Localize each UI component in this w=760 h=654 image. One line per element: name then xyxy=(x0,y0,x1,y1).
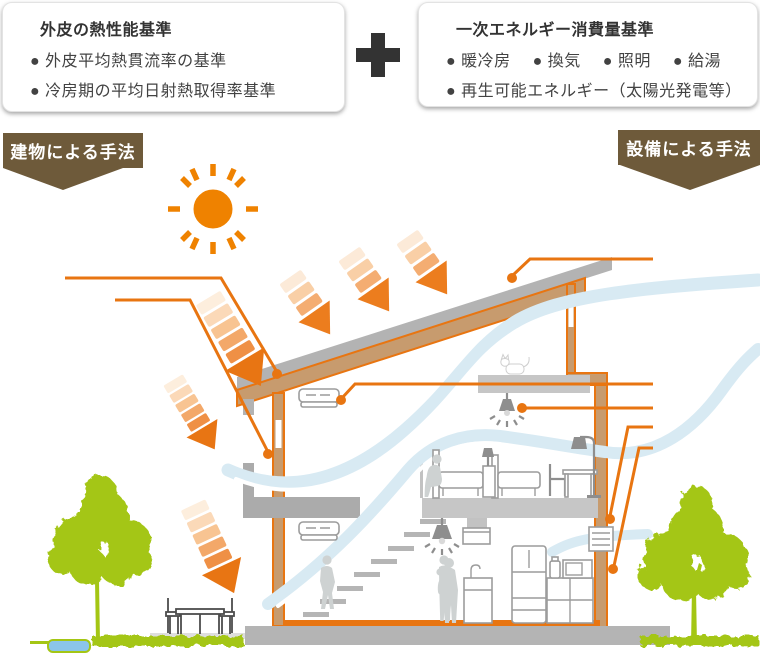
leader-lines xyxy=(65,257,653,574)
garden-table-set-icon xyxy=(165,598,235,634)
upper-wall-window xyxy=(568,305,574,327)
energy-standard-box: 一次エネルギー消費量基準 ● 暖冷房 ● 換気 ● 照明 ● 給湯 ● 再生可能… xyxy=(418,2,758,107)
pendant-light-ground-icon xyxy=(424,518,460,555)
interior xyxy=(298,353,601,624)
outdoors xyxy=(30,476,760,653)
bedroom-left-wall xyxy=(420,460,423,498)
solar-arrow-icon xyxy=(391,226,463,306)
bedroom-floor-slab xyxy=(422,498,598,518)
roof-top-layer xyxy=(237,257,612,390)
energy-bullet-ventilation: ● 換気 xyxy=(532,53,581,70)
airflow-main-icon xyxy=(262,343,760,610)
wall-shelf xyxy=(462,527,491,545)
sink-icon xyxy=(463,577,493,624)
balcony-slab xyxy=(243,497,360,518)
plus-icon xyxy=(356,33,400,77)
tree-right-icon xyxy=(638,486,750,645)
envelope-standard-title: 外皮の熱性能基準 xyxy=(40,22,173,39)
grass-left xyxy=(92,636,245,646)
airflow-top-icon xyxy=(221,273,760,490)
person-on-stairs xyxy=(320,555,335,609)
energy-bullet-renewable: ● 再生可能エネルギー（太陽光発電等） xyxy=(446,83,742,100)
solar-arrow-icon xyxy=(333,243,405,323)
vent-fan-icon xyxy=(588,526,614,552)
foundation xyxy=(245,626,670,645)
ground-line-left xyxy=(30,641,52,644)
solar-arrow-icon xyxy=(157,370,231,459)
air-conditioner-lower-icon xyxy=(298,521,340,541)
energy-bullet-row: ● 暖冷房 ● 換気 ● 照明 ● 給湯 xyxy=(446,47,743,77)
left-wall-window xyxy=(275,420,282,448)
thermos-icon xyxy=(549,560,561,579)
pond-icon xyxy=(47,639,91,653)
building-method-pointer-icon xyxy=(3,168,123,190)
equipment-method-label: 設備による手法 xyxy=(618,130,760,165)
energy-bullet-hot-water: ● 給湯 xyxy=(672,53,721,70)
desk-set xyxy=(548,435,601,498)
solar-arrow-icon xyxy=(274,266,346,346)
airflow-vent-icon xyxy=(547,529,653,557)
roof-fascia xyxy=(243,399,254,415)
cat-icon xyxy=(500,353,530,375)
energy-bullet-heating: ● 暖冷房 xyxy=(446,53,511,70)
building-method-leaders xyxy=(65,276,282,459)
person-with-child xyxy=(436,558,458,623)
envelope-bullet-2: ● 冷房期の平均日射熱取得率基準 xyxy=(30,83,277,100)
airflow xyxy=(221,273,760,610)
energy-standard-title: 一次エネルギー消費量基準 xyxy=(456,22,655,39)
ground-floor-line xyxy=(283,620,600,626)
equipment-method-leaders xyxy=(336,257,653,574)
nightstand-lamp-icon xyxy=(482,448,496,498)
pendant-light-attic-icon xyxy=(489,393,525,427)
energy-bullet-lighting: ● 照明 xyxy=(602,53,651,70)
sun-icon xyxy=(168,164,258,254)
person-sitting-on-bed xyxy=(424,454,442,497)
envelope-standard-box: 外皮の熱性能基準 ● 外皮平均熱貫流率の基準 ● 冷房期の平均日射熱取得率基準 xyxy=(2,2,345,112)
envelope-bullet-1: ● 外皮平均熱貫流率の基準 xyxy=(30,53,227,70)
grass-right xyxy=(640,636,760,646)
microwave-icon xyxy=(562,559,593,579)
equipment-method-pointer-icon xyxy=(620,165,760,190)
tree-left-icon xyxy=(48,476,153,642)
building-method-label: 建物による手法 xyxy=(3,133,143,168)
refrigerator-icon xyxy=(511,545,547,624)
kitchen xyxy=(462,527,594,624)
solar-arrow-icon xyxy=(173,495,254,603)
air-conditioner-upper-icon xyxy=(298,388,340,408)
